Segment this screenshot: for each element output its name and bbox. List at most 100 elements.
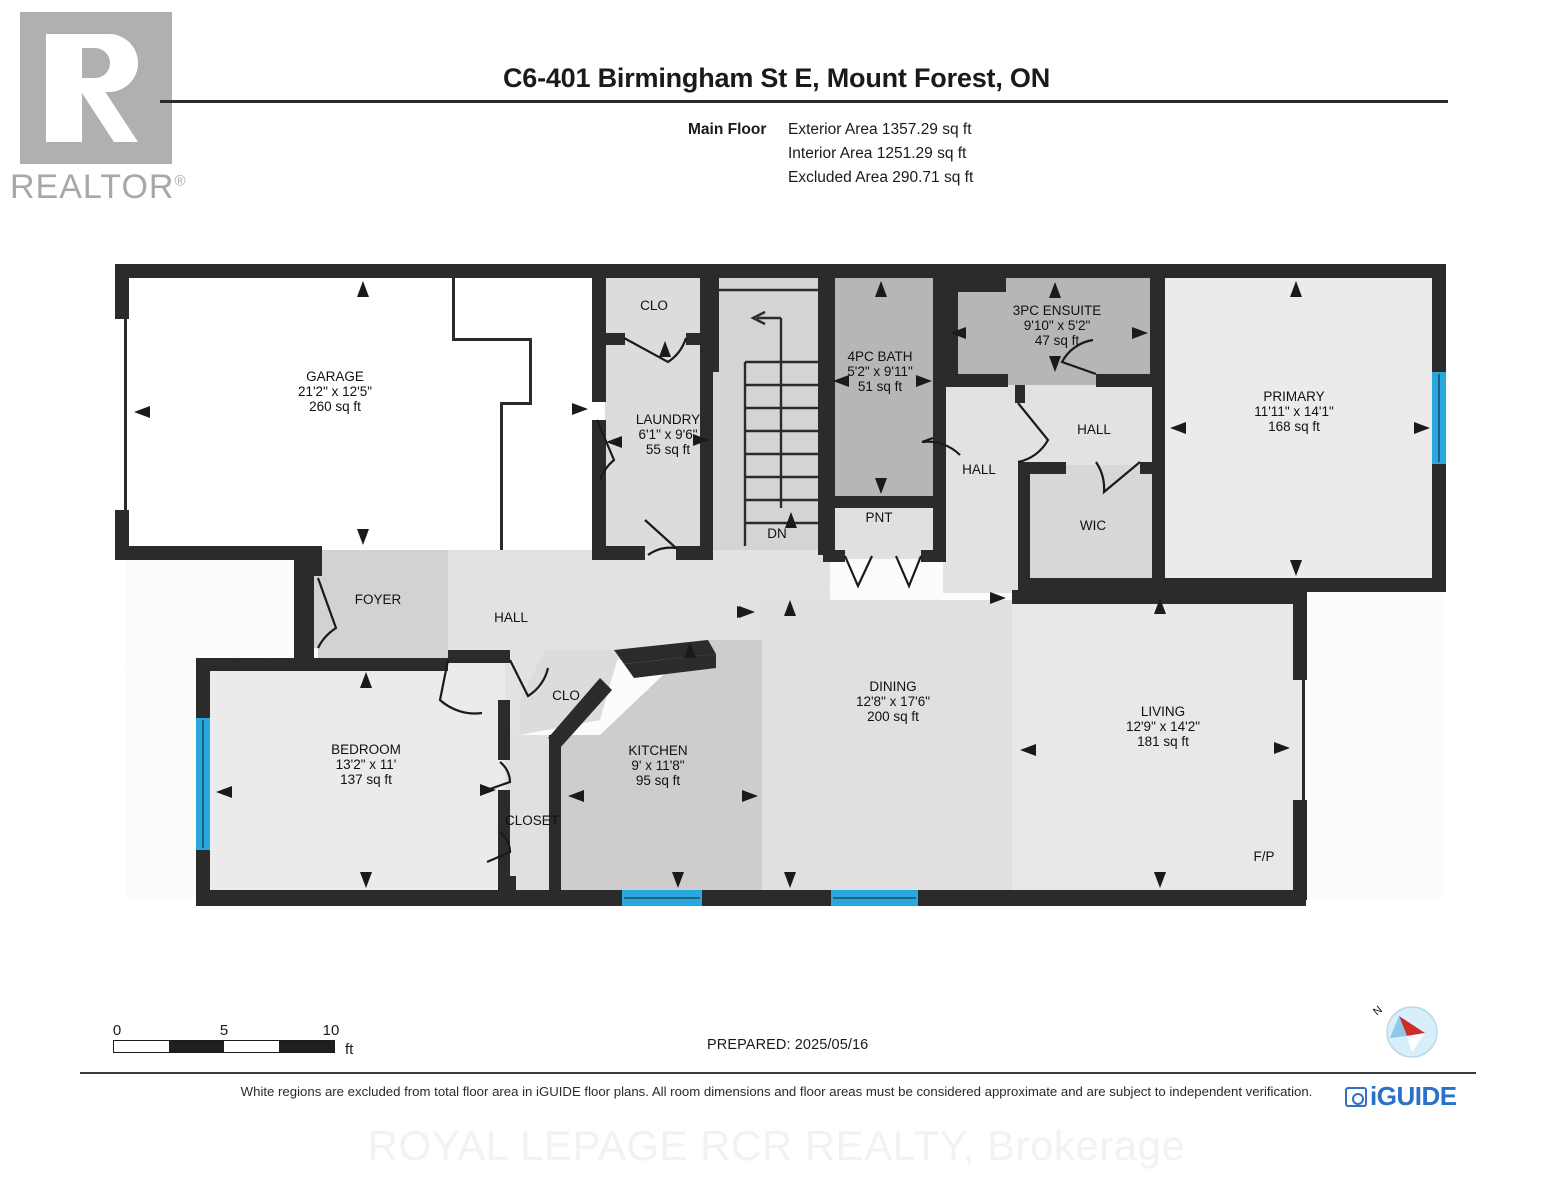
wall-laundry-right xyxy=(700,340,713,555)
title-divider xyxy=(160,100,1448,103)
scale-segment-3 xyxy=(224,1041,279,1052)
scale-bar xyxy=(113,1040,335,1053)
scale-tick-0: 0 xyxy=(112,1022,122,1039)
room-fill-pnt xyxy=(825,504,943,559)
stairs xyxy=(719,288,818,546)
iguide-camera-icon xyxy=(1345,1086,1367,1107)
arrow-laundry-left xyxy=(606,436,622,448)
excluded-area-value: Excluded Area 290.71 sq ft xyxy=(788,169,974,186)
door-clo-top xyxy=(623,337,688,364)
wall-wic-bottom xyxy=(1018,578,1164,590)
realtor-logo-r-stem xyxy=(46,34,82,142)
room-label-line: 21'2" x 12'5" xyxy=(298,384,372,399)
room-label-clo_mid: CLO xyxy=(552,688,580,703)
room-label-line: 168 sq ft xyxy=(1268,419,1320,434)
room-label-line: 51 sq ft xyxy=(858,379,903,394)
compass-needle-south xyxy=(1407,1033,1425,1052)
room-label-line: CLOSET xyxy=(505,813,559,828)
scale-segment-1 xyxy=(114,1041,169,1052)
wall-laundry-bottom xyxy=(605,546,645,560)
walls xyxy=(115,264,1446,906)
page-title: C6-401 Birmingham St E, Mount Forest, ON xyxy=(502,63,1051,93)
arrow-garage-left xyxy=(134,406,150,418)
room-label-line: CLO xyxy=(552,688,580,703)
room-label-line: 5'2" x 9'11" xyxy=(847,364,913,379)
wall-bath-right xyxy=(933,272,946,504)
room-label-wic: WIC xyxy=(1080,518,1106,533)
room-label-line: BEDROOM xyxy=(331,742,401,757)
wall-clo-bottom-left xyxy=(605,333,625,345)
arrow-laundry-right xyxy=(693,434,709,446)
wall-stairs-left-upper xyxy=(713,272,719,372)
wall-pnt-bottom-r xyxy=(921,550,946,562)
realtor-wordmark: REALTOR® xyxy=(10,168,187,207)
wall-hall-bottom-left xyxy=(448,650,510,663)
room-label-line: 13'2" x 11' xyxy=(336,757,397,772)
prepared-date: PREPARED: 2025/05/16 xyxy=(707,1037,869,1053)
wall-garage-right-b xyxy=(592,420,606,560)
wall-primary-left xyxy=(1152,272,1165,590)
arrow-dining-right xyxy=(990,592,1006,604)
room-fill-stairs xyxy=(713,272,823,555)
compass-rose: N xyxy=(1371,1002,1440,1062)
arrow-dn-up xyxy=(785,512,797,528)
room-label-dn: DN xyxy=(767,526,787,541)
wall-garage-notch-v3 xyxy=(500,402,503,550)
room-fill-laundry xyxy=(605,340,713,555)
scale-segment-2 xyxy=(169,1041,224,1052)
wall-exterior-bottom-mid xyxy=(700,890,833,906)
room-label-line: GARAGE xyxy=(306,369,364,384)
floor-summary-row-exterior: Main Floor Exterior Area 1357.29 sq ft xyxy=(688,118,973,142)
wall-ensuite-bottom-r xyxy=(1096,374,1162,387)
interior-area-value: Interior Area 1251.29 sq ft xyxy=(788,145,967,162)
room-label-line: FOYER xyxy=(355,592,402,607)
arrow-garage-up xyxy=(357,281,369,297)
room-label-closet: CLOSET xyxy=(505,813,559,828)
arrow-dining-down xyxy=(784,872,796,888)
arrow-living-up xyxy=(1154,598,1166,614)
door-bedroom xyxy=(438,659,483,715)
room-label-line: DINING xyxy=(869,679,916,694)
arrow-kitchen-down xyxy=(672,872,684,888)
room-label-line: WIC xyxy=(1080,518,1106,533)
door-wic xyxy=(1095,461,1141,495)
registered-trademark-icon: ® xyxy=(174,172,187,190)
wall-foyer-left xyxy=(294,546,314,662)
room-label-line: PNT xyxy=(866,510,893,525)
arrow-ensuite-right xyxy=(1132,327,1148,339)
arrow-bedroom-right xyxy=(480,784,496,796)
room-label-line: DN xyxy=(767,526,787,541)
wall-bedroom-left-top xyxy=(196,658,210,720)
wall-laundry-right-top xyxy=(700,272,713,340)
wall-garage-notch-v xyxy=(452,272,455,340)
arrow-ensuite-down xyxy=(1049,356,1061,372)
door-laundry-left xyxy=(595,419,616,481)
scale-bar-group: 0 5 10 ft xyxy=(112,1022,373,1058)
wall-closet-left-b xyxy=(498,790,510,898)
room-label-line: 260 sq ft xyxy=(309,399,361,414)
wall-garage-right xyxy=(592,272,606,402)
room-label-line: 4PC BATH xyxy=(847,349,912,364)
room-label-line: 12'8" x 17'6" xyxy=(856,694,930,709)
wall-bath-left xyxy=(823,272,835,504)
iguide-wordmark: iGUIDE xyxy=(1370,1081,1457,1111)
arrow-garage-right xyxy=(572,403,588,415)
room-fills xyxy=(126,272,1443,898)
room-fill-dining xyxy=(762,600,1012,898)
room-label-clo_top: CLO xyxy=(640,298,668,313)
room-fill-clo-mid xyxy=(520,650,620,735)
room-label-line: 181 sq ft xyxy=(1137,734,1189,749)
door-laundry-bottom xyxy=(644,519,680,556)
wall-living-right-bottom xyxy=(1293,800,1307,900)
door-swings xyxy=(316,337,1141,864)
door-hall-upper xyxy=(1017,402,1050,464)
arrow-ensuite-up xyxy=(1049,282,1061,298)
arrow-bedroom-left xyxy=(216,786,232,798)
compass-needle-west xyxy=(1390,1016,1407,1038)
floor-label: Main Floor xyxy=(688,121,767,138)
